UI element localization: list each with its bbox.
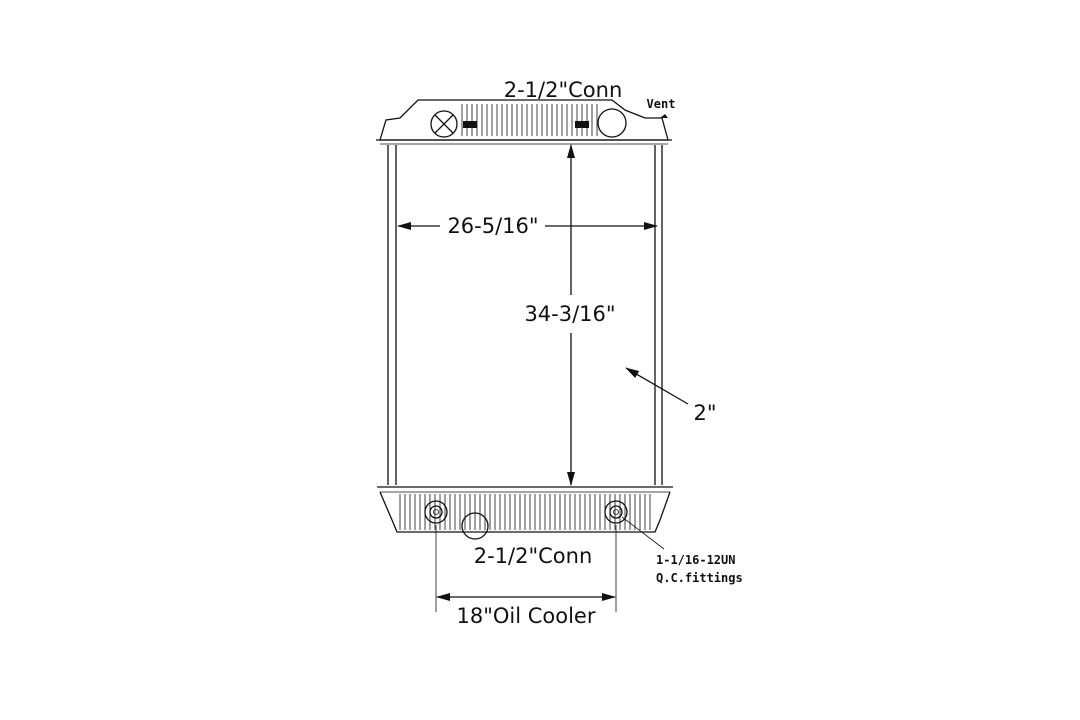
tank-ribs [399,494,651,530]
depth-dimension: 2" [625,367,717,425]
bottom-tank [377,486,673,540]
bottom-connection-label: 2-1/2"Conn [474,544,593,568]
width-label: 26-5/16" [447,214,538,238]
top-tank [376,99,672,145]
radiator-core [387,145,663,485]
top-connection-label: 2-1/2"Conn [504,78,623,102]
fittings-label-line2: Q.C.fittings [656,571,743,585]
oil-cooler-label: 18"Oil Cooler [456,604,595,628]
top-connection-pipe [597,108,627,138]
vent-icon [660,114,668,118]
oil-cooler-fitting-left [424,500,448,524]
tank-ribs [461,104,598,136]
height-dimension: 34-3/16" [524,144,616,486]
vent-label: Vent [647,97,676,111]
fittings-callout: 1-1/16-12UN Q.C.fittings [621,516,743,585]
fittings-label-line1: 1-1/16-12UN [656,553,735,567]
oil-cooler-dimension: 18"Oil Cooler [435,525,617,628]
oil-cooler-fitting-right [604,500,628,524]
height-label: 34-3/16" [524,302,615,326]
cap-icon [430,110,458,138]
depth-label: 2" [693,401,716,425]
width-dimension: 26-5/16" [397,214,658,238]
bottom-connection-pipe [461,512,489,540]
